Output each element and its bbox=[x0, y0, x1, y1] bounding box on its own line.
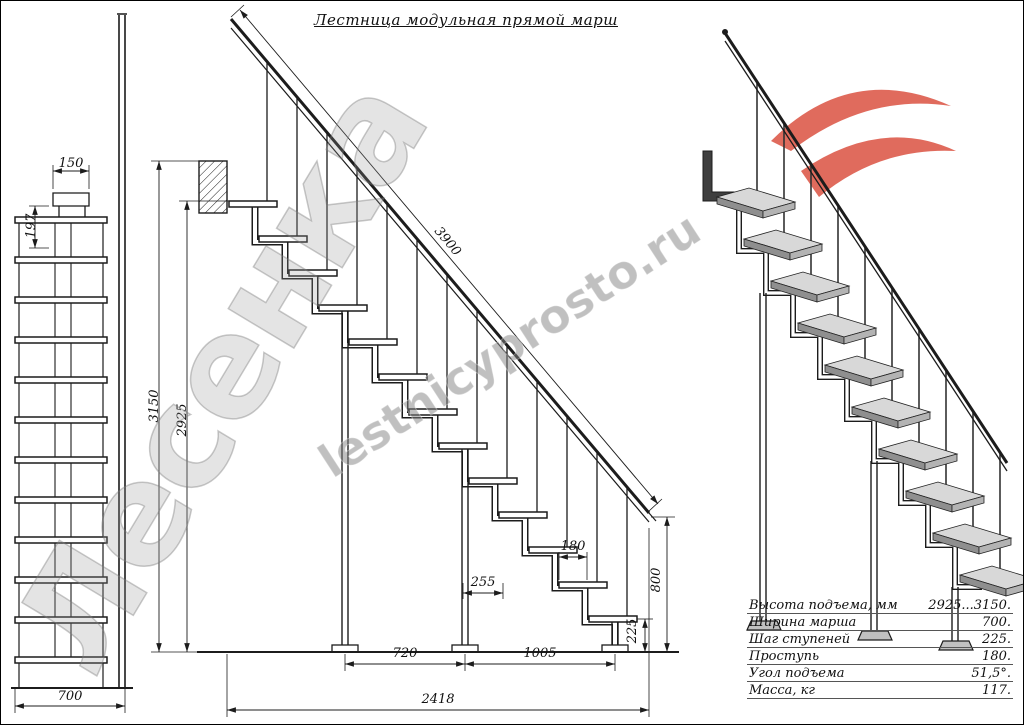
spec-value: 225. bbox=[982, 632, 1011, 647]
spec-row-height: Высота подъема, мм 2925...3150. bbox=[747, 597, 1013, 614]
side-view-drawing bbox=[151, 4, 679, 717]
dim-height-max: 3150 bbox=[147, 389, 162, 423]
spec-value: 180. bbox=[982, 649, 1011, 664]
logo-swoosh-lower bbox=[801, 137, 956, 197]
spec-value: 117. bbox=[982, 683, 1011, 698]
spec-value: 51,5°. bbox=[971, 666, 1011, 681]
dim-total-run: 2418 bbox=[421, 692, 455, 707]
dim-bottom-rise: 225 bbox=[625, 618, 640, 644]
dim-front-width-top: 150 bbox=[58, 156, 84, 171]
spec-label: Угол подъема bbox=[749, 666, 845, 681]
dim-span-b: 1005 bbox=[523, 646, 557, 661]
spec-label: Проступь bbox=[749, 649, 820, 664]
iso-view-drawing bbox=[702, 29, 1023, 651]
spec-row-mass: Масса, кг 117. bbox=[747, 682, 1013, 699]
spec-label: Ширина марша bbox=[749, 615, 857, 630]
spec-label: Высота подъема, мм bbox=[749, 598, 898, 613]
dim-module-length: 255 bbox=[470, 575, 496, 590]
spec-label: Масса, кг bbox=[749, 683, 815, 698]
front-view-drawing bbox=[11, 13, 133, 713]
dim-front-width: 700 bbox=[57, 689, 83, 704]
brand-logo bbox=[771, 89, 956, 197]
spec-label: Шаг ступеней bbox=[749, 632, 851, 647]
spec-row-step: Шаг ступеней 225. bbox=[747, 631, 1013, 648]
logo-swoosh-upper bbox=[771, 89, 951, 151]
dim-height: 2925 bbox=[175, 403, 190, 437]
spec-row-tread: Проступь 180. bbox=[747, 648, 1013, 665]
dim-rail-end-height: 800 bbox=[649, 567, 664, 593]
spec-table: Высота подъема, мм 2925...3150. Ширина м… bbox=[747, 597, 1013, 699]
spec-row-angle: Угол подъема 51,5°. bbox=[747, 665, 1013, 682]
dim-span-a: 720 bbox=[392, 646, 418, 661]
page-title: Лестница модульная прямой марш bbox=[314, 11, 618, 29]
dim-tread-depth: 180 bbox=[560, 539, 586, 554]
spec-value: 2925...3150. bbox=[928, 598, 1011, 613]
dim-front-rise: 197 bbox=[24, 213, 39, 239]
spec-row-width: Ширина марша 700. bbox=[747, 614, 1013, 631]
spec-value: 700. bbox=[982, 615, 1011, 630]
